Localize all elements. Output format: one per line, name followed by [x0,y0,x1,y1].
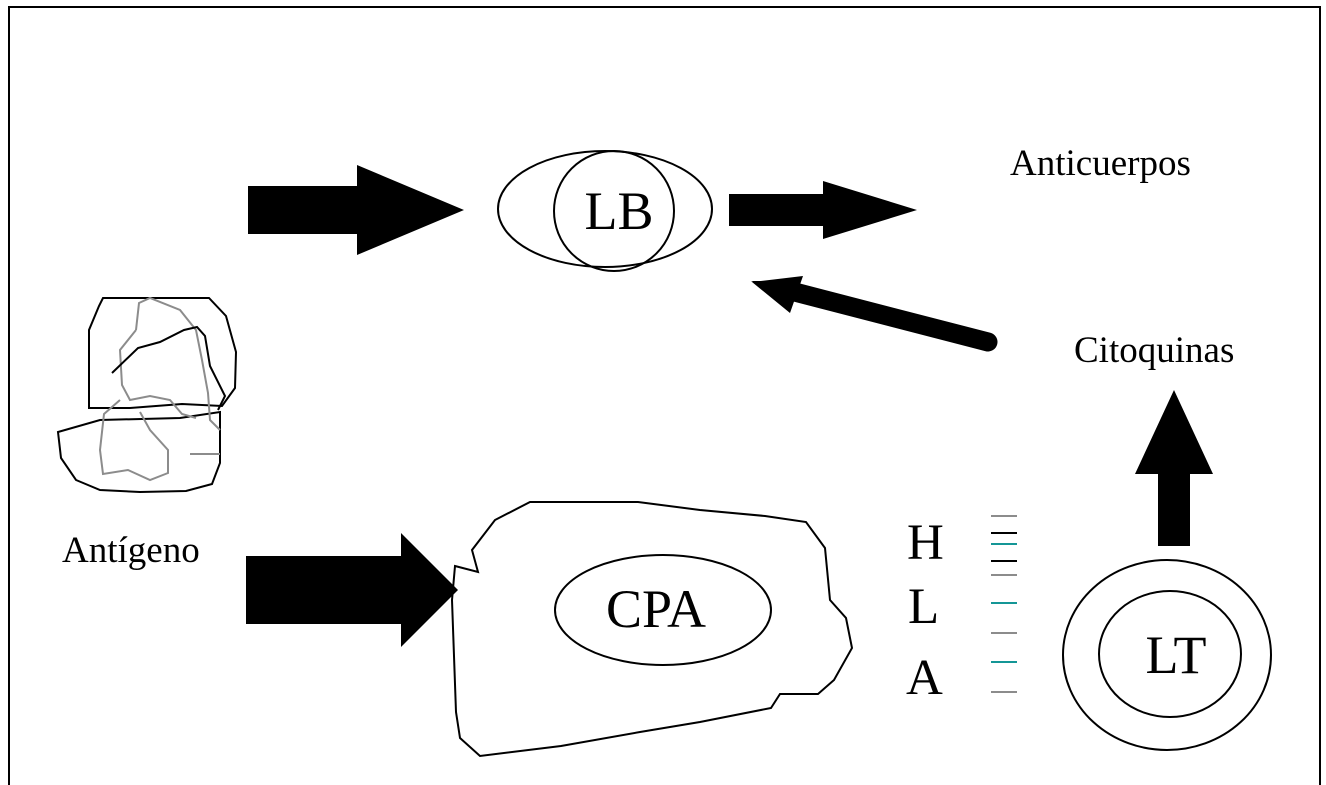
lt-cell-outer [1062,559,1272,751]
antigen-outline-lower [56,410,221,494]
slide-frame [8,6,1321,785]
lb-label: LB [584,181,653,241]
hla-letter-h: H [907,515,944,571]
hla-marks [991,515,1017,693]
antigen-drawing [56,296,238,494]
arrow-citoquinas-to-lb-head [752,276,803,313]
antigen-gray-chain-2 [118,329,197,419]
anticuerpos-label: Anticuerpos [1010,143,1191,184]
cpa-cell-outline [450,501,854,758]
citoquinas-label: Citoquinas [1074,330,1234,371]
hla-letter-l: L [908,579,939,635]
antigen-black-chain [111,325,227,411]
arrow-citoquinas-to-lb-shaft [777,280,998,352]
arrow-lt-to-citoquinas [1135,390,1213,546]
arrow-antigen-to-lb [248,165,464,255]
cpa-label: CPA [606,579,706,639]
arrow-antigen-to-cpa [246,533,458,647]
cpa-nucleus [554,554,772,666]
antigen-outline-upper [88,297,238,409]
lt-cell-nucleus [1098,590,1242,718]
arrow-lb-to-anticuerpos [729,181,917,239]
hla-letter-a: A [906,650,943,706]
lt-label: LT [1145,625,1206,685]
antigen-gray-chain-1 [135,296,221,431]
lb-cell-nucleus [553,150,675,272]
antigen-gray-chain-3 [98,399,169,482]
antigeno-label: Antígeno [62,530,200,571]
